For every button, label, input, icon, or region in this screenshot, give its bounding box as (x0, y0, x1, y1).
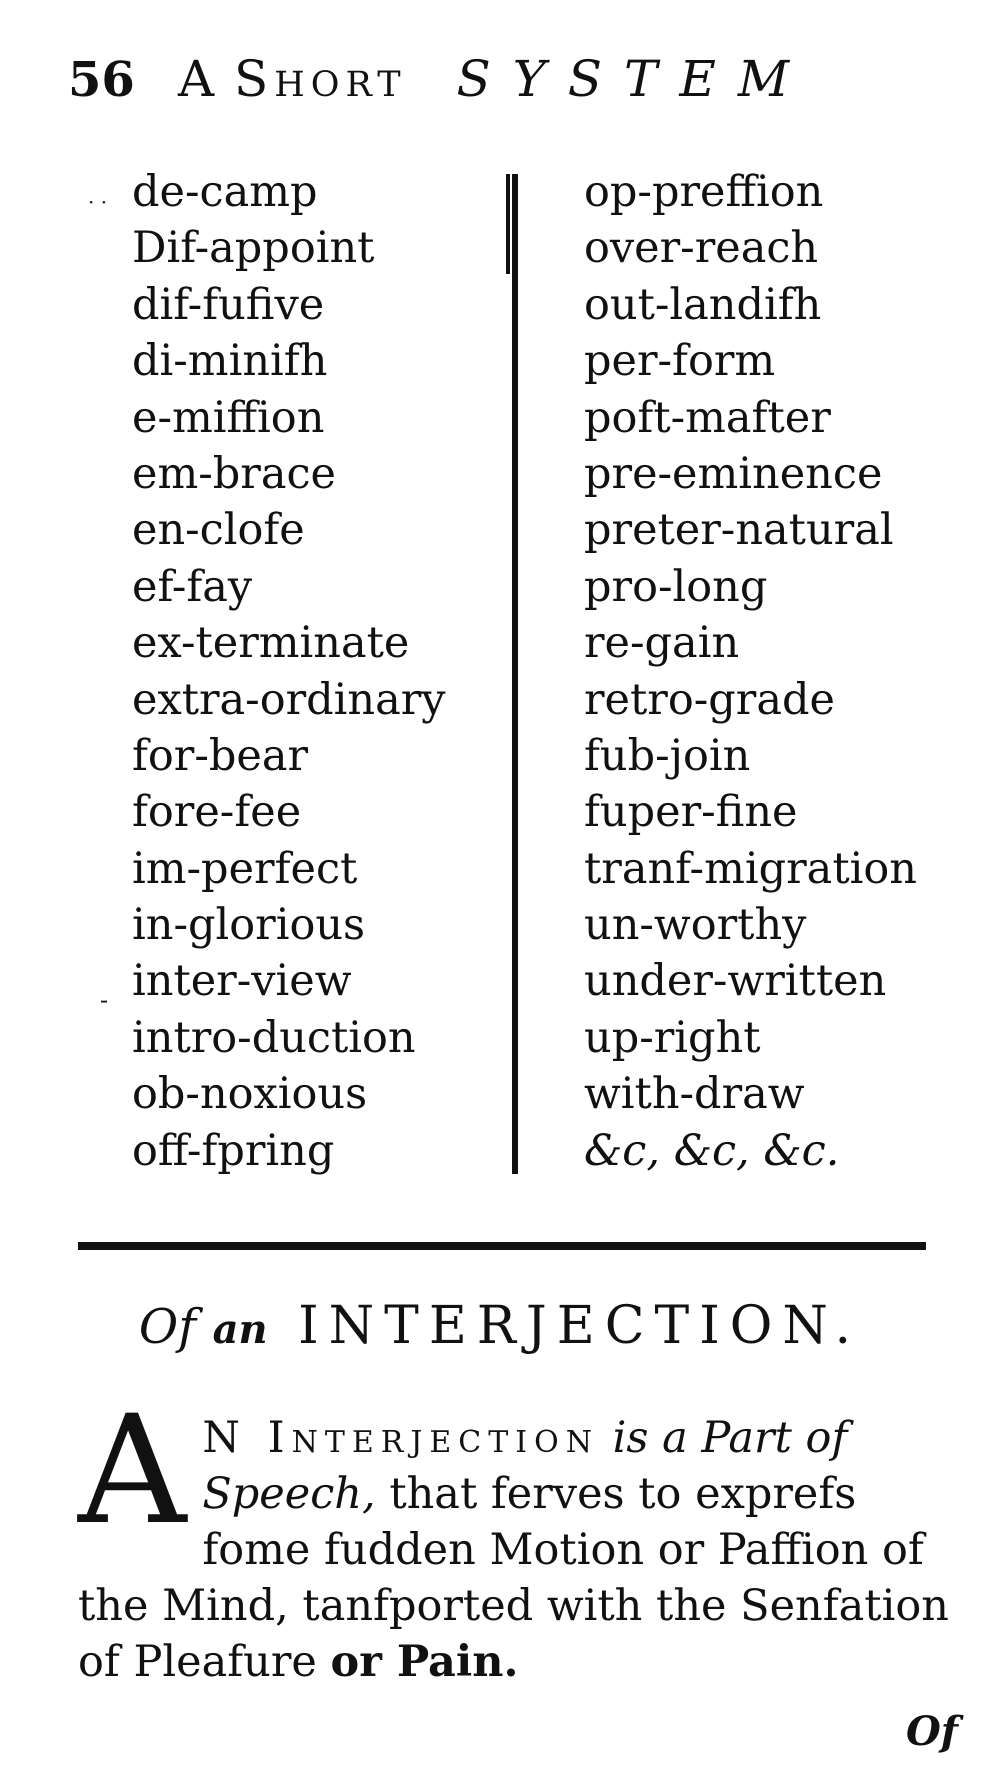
right-word-item: pro-long (584, 561, 768, 612)
body-paragraph: A N Interjection is a Part of Speech, th… (78, 1384, 958, 1690)
right-word-item: retro-grade (584, 674, 835, 725)
right-word-item: tranf-migration (584, 843, 917, 894)
horizontal-rule (78, 1242, 926, 1250)
title-prefix: A (178, 50, 217, 108)
left-word-item: off-fpring (132, 1125, 335, 1176)
left-word-item: for-bear (132, 730, 309, 781)
heading-main: INTERJECTION. (298, 1296, 862, 1356)
heading-an: an (212, 1306, 268, 1353)
right-word-item: over-reach (584, 223, 819, 274)
drop-cap: A (78, 1384, 187, 1558)
left-word-item: em-brace (132, 448, 336, 499)
section-heading: Of an INTERJECTION. (0, 1296, 1000, 1356)
body-final: or Pain. (330, 1637, 519, 1687)
left-word-item: extra-ordinary (132, 674, 446, 725)
right-word-item: under-written (584, 956, 887, 1007)
right-word-item: per-form (584, 336, 776, 387)
print-speck: - (100, 986, 109, 1014)
right-word-item: up-right (584, 1012, 761, 1063)
right-word-item: re-gain (584, 618, 740, 669)
right-word-item: out-landifh (584, 279, 822, 330)
left-word-item: ef-fay (132, 561, 253, 612)
title-italic: SYSTEM (456, 50, 812, 108)
lead-small-caps: N Interjection (202, 1413, 599, 1463)
running-title: A Short SYSTEM (178, 50, 811, 108)
left-word-item: de-camp (132, 167, 318, 217)
left-word-item: e-miffion (132, 392, 325, 443)
body-rest: that ferves to exprefs fome fudden Motio… (78, 1469, 949, 1687)
catchword: Of (905, 1708, 958, 1755)
page-number: 56 (68, 52, 135, 108)
left-word-item: fore-fee (132, 787, 302, 838)
left-word-item: en-clofe (132, 505, 305, 556)
italic-phrase: is a Part of Speech, (202, 1413, 848, 1519)
right-word-item: with-draw (584, 1069, 805, 1120)
right-word-item: preter-natural (584, 505, 894, 556)
right-word-item: &c, &c, &c. (584, 1125, 840, 1176)
left-word-item: inter-view (132, 956, 352, 1007)
right-word-item: pre-eminence (584, 448, 883, 499)
left-word-item: ex-terminate (132, 618, 410, 669)
left-word-item: Dif-appoint (132, 223, 375, 274)
left-word-item: in-glorious (132, 900, 366, 951)
right-word-item: un-worthy (584, 900, 807, 951)
right-word-item: fuper-fine (584, 787, 798, 838)
left-word-item: intro-duction (132, 1012, 416, 1063)
right-word-item: fub-join (584, 730, 751, 781)
title-small-caps: Short (234, 50, 407, 108)
left-word-item: di-minifh (132, 336, 328, 387)
left-word-item: ob-noxious (132, 1069, 368, 1120)
heading-of: Of (138, 1299, 197, 1355)
right-word-item: poft-mafter (584, 392, 831, 443)
divider-mark (506, 174, 510, 274)
print-speck: · · (88, 190, 108, 214)
running-head: 56 A Short SYSTEM (68, 50, 940, 120)
column-divider (506, 174, 518, 1174)
left-word-item: dif-fufive (132, 279, 325, 330)
left-word-item: im-perfect (132, 843, 358, 894)
right-word-item: op-preffion (584, 167, 824, 217)
